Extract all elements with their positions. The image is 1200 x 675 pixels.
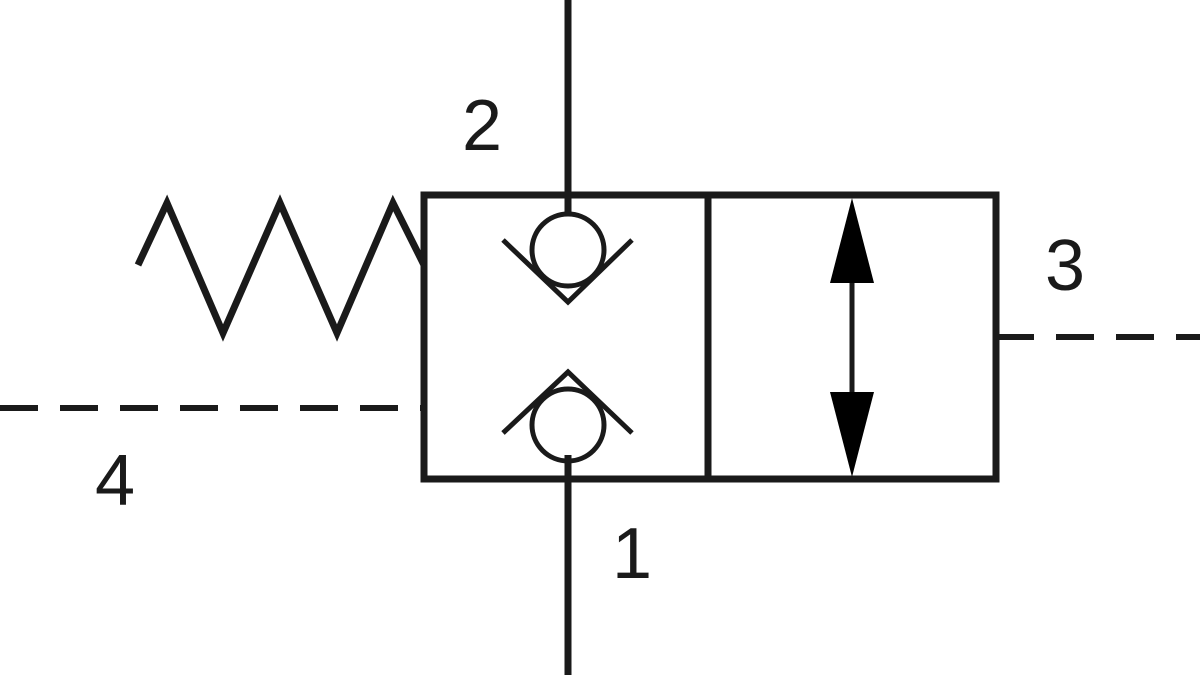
port-2-label: 2 [462,86,502,166]
left-envelope [420,191,712,483]
check-valve-upper-icon [501,211,634,306]
spring-icon [134,194,428,342]
check-valve-lower-icon [501,368,634,464]
port-1-label: 1 [612,514,652,594]
port-4-label: 4 [95,441,135,521]
bidirectional-arrow-icon [830,198,874,477]
port-3-label: 3 [1045,226,1085,306]
